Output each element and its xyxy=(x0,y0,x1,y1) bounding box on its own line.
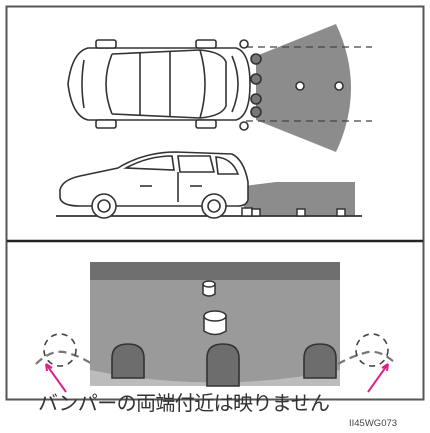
sensor-rear-4 xyxy=(250,106,262,118)
caption-text: バンパーの両端付近は映りません xyxy=(38,391,330,415)
screen-top-band xyxy=(90,262,340,280)
side-object-2 xyxy=(296,208,306,217)
bumper-edge-right xyxy=(337,350,397,365)
camera-view-screen-icon xyxy=(35,262,397,387)
camera-coverage-area-side xyxy=(244,182,355,216)
figure-id: II45WG073 xyxy=(349,418,398,429)
sensor-rear-2 xyxy=(250,73,262,85)
side-object-3 xyxy=(336,208,346,217)
side-sensor xyxy=(241,207,253,217)
arrow-icon-right xyxy=(367,363,389,393)
rear-bumper-curve xyxy=(90,370,340,386)
hidden-sensor-left xyxy=(43,333,77,367)
far-object-small xyxy=(202,280,216,297)
near-object-left xyxy=(111,343,145,379)
side-view-diagram xyxy=(56,151,362,219)
object-marker-1 xyxy=(295,81,305,91)
near-object-center xyxy=(206,343,240,387)
sensor-rear-top xyxy=(239,39,249,49)
car-top-view-icon xyxy=(67,39,251,129)
car-side-view-icon xyxy=(59,151,249,219)
figure-frame xyxy=(5,5,425,401)
bumper-edge-left xyxy=(35,350,93,365)
side-object-1 xyxy=(251,208,261,217)
sensor-rear-bottom xyxy=(239,121,249,131)
object-marker-2 xyxy=(334,81,344,91)
sensor-rear-3 xyxy=(250,93,262,105)
near-object-right xyxy=(303,343,337,379)
far-object-large xyxy=(203,310,227,336)
hidden-sensor-right xyxy=(355,333,389,367)
top-view-diagram xyxy=(67,24,372,152)
sensor-rear-1 xyxy=(250,53,262,65)
arrow-icon-left xyxy=(45,363,67,393)
